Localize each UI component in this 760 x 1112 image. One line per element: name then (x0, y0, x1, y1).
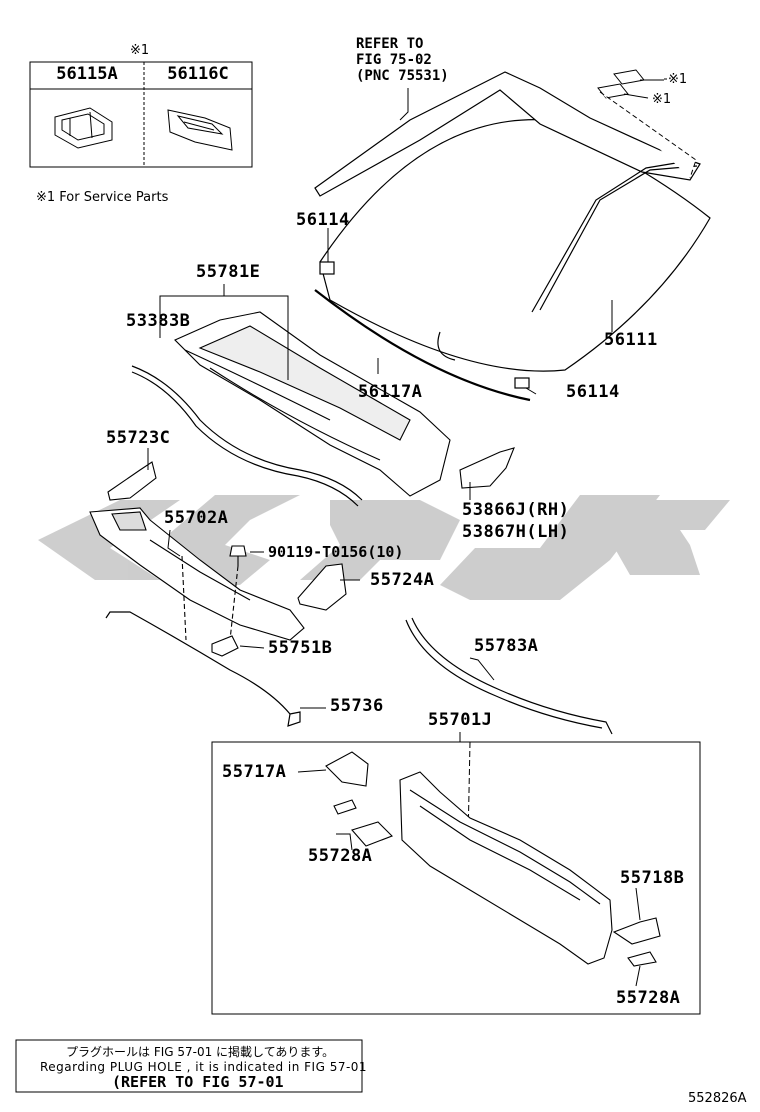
bracket-55724a-drawing (297, 563, 347, 611)
callout-55728a-left[interactable]: 55728A (308, 846, 373, 866)
hose-55736-drawing (105, 611, 301, 727)
footer-refer-link[interactable]: (REFER TO FIG 57-01 (112, 1073, 284, 1091)
clip-56115a-drawing (54, 107, 113, 149)
legend-table (29, 61, 253, 168)
watermark-logo (38, 495, 730, 600)
legend-col2-part[interactable]: 56116C (167, 64, 229, 84)
seal-55783a-drawing (405, 617, 613, 735)
windshield-glass-drawing (314, 71, 711, 402)
clip-55751b-drawing (211, 635, 239, 657)
legend-header-mark: ※1 (130, 43, 150, 58)
panel-55702a-drawing (89, 507, 305, 641)
bolt-90119-drawing (181, 545, 247, 641)
callout-55702a[interactable]: 55702A (164, 508, 229, 528)
callout-55718b[interactable]: 55718B (620, 868, 685, 888)
service-clips-drawing (597, 69, 697, 179)
clip-56116c-drawing (167, 109, 233, 151)
service-mark-2: ※1 (652, 92, 672, 107)
callout-55783a[interactable]: 55783A (474, 636, 539, 656)
callout-55724a[interactable]: 55724A (370, 570, 435, 590)
seal-53383b-drawing (131, 365, 363, 507)
callout-90119[interactable]: 90119-T0156(10) (268, 543, 404, 561)
callout-53866j[interactable]: 53866J(RH) (462, 500, 570, 520)
callout-55717a[interactable]: 55717A (222, 762, 287, 782)
legend-col1-part[interactable]: 56115A (56, 64, 118, 84)
callout-56114-top[interactable]: 56114 (296, 210, 350, 230)
callout-55781e[interactable]: 55781E (196, 262, 261, 282)
refer-line2[interactable]: FIG 75-02 (356, 52, 432, 68)
callout-55751b[interactable]: 55751B (268, 638, 333, 658)
service-mark-1: ※1 (668, 72, 688, 87)
legend-note: ※1 For Service Parts (36, 190, 169, 205)
callout-55736[interactable]: 55736 (330, 696, 384, 716)
refer-line1: REFER TO (356, 36, 424, 52)
callout-53383b[interactable]: 53383B (126, 311, 191, 331)
bracket-55723c-drawing (107, 461, 157, 501)
callout-55728a-right[interactable]: 55728A (616, 988, 681, 1008)
footer-english-note: Regarding PLUG HOLE , it is indicated in… (40, 1060, 368, 1074)
leader-lines (147, 78, 667, 987)
callout-56117a[interactable]: 56117A (358, 382, 423, 402)
footer-japanese-note: プラグホールは FIG 57-01 に掲載してあります。 (66, 1045, 335, 1059)
cowl-panel-55701j-drawing (325, 751, 661, 967)
callout-55701j[interactable]: 55701J (428, 710, 493, 730)
callout-56114-bottom[interactable]: 56114 (566, 382, 620, 402)
callout-56111[interactable]: 56111 (604, 330, 658, 350)
figure-number: 552826A (688, 1091, 747, 1106)
callout-53867h[interactable]: 53867H(LH) (462, 522, 570, 542)
footer-box (15, 1039, 363, 1093)
refer-line3[interactable]: (PNC 75531) (356, 68, 449, 84)
cowl-top-panel-drawing (174, 311, 515, 497)
callout-55723c[interactable]: 55723C (106, 428, 171, 448)
